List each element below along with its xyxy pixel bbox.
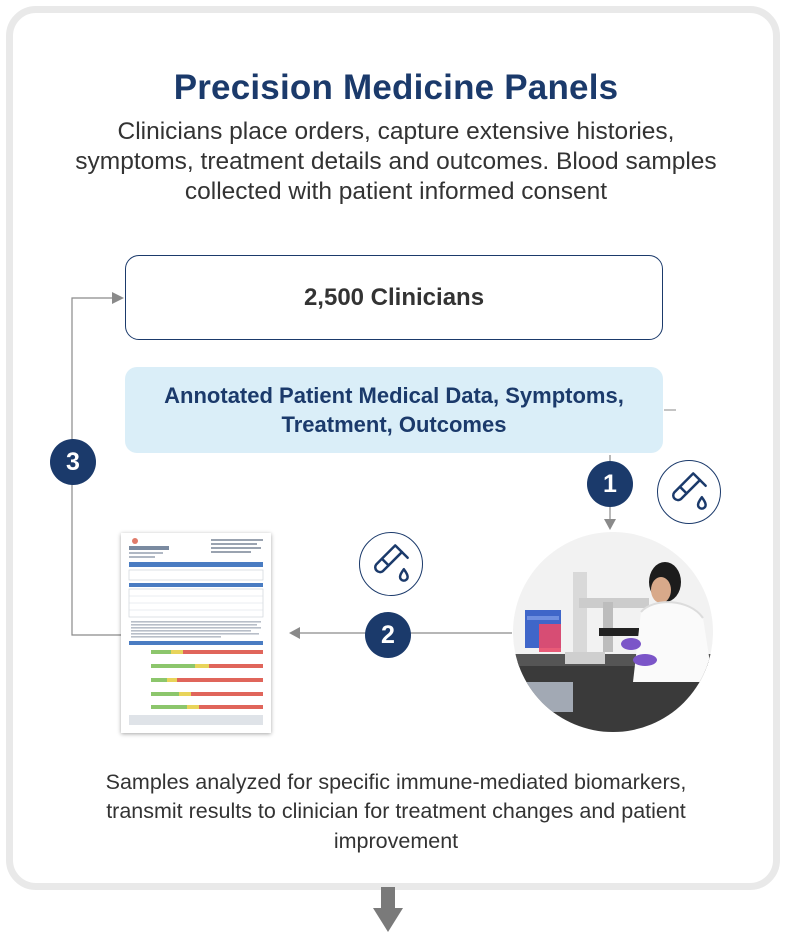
down-arrow-icon bbox=[373, 887, 403, 932]
arrow-to-clinicians bbox=[112, 292, 124, 304]
clinicians-box: 2,500 Clinicians bbox=[125, 255, 663, 340]
blood-sample-tube-icon bbox=[657, 460, 721, 524]
step-2-badge: 2 bbox=[365, 612, 411, 658]
lab-test-report bbox=[121, 533, 271, 733]
patient-data-line-1: Annotated Patient Medical Data, Symptoms… bbox=[164, 382, 624, 408]
subtitle: Clinicians place orders, capture extensi… bbox=[75, 118, 717, 206]
bottom-caption: Samples analyzed for specific immune-med… bbox=[105, 770, 687, 853]
patient-data-box: Annotated Patient Medical Data, Symptoms… bbox=[125, 367, 663, 453]
arrow-to-report bbox=[289, 627, 300, 639]
step-1-badge: 1 bbox=[587, 461, 633, 507]
blood-sample-tube-icon bbox=[359, 532, 423, 596]
page-title: Precision Medicine Panels bbox=[173, 68, 619, 107]
arrow-to-lab bbox=[604, 519, 616, 530]
lab-technician-microscope-photo bbox=[513, 532, 713, 732]
step-3-badge: 3 bbox=[50, 439, 96, 485]
patient-data-line-2: Treatment, Outcomes bbox=[281, 412, 507, 437]
